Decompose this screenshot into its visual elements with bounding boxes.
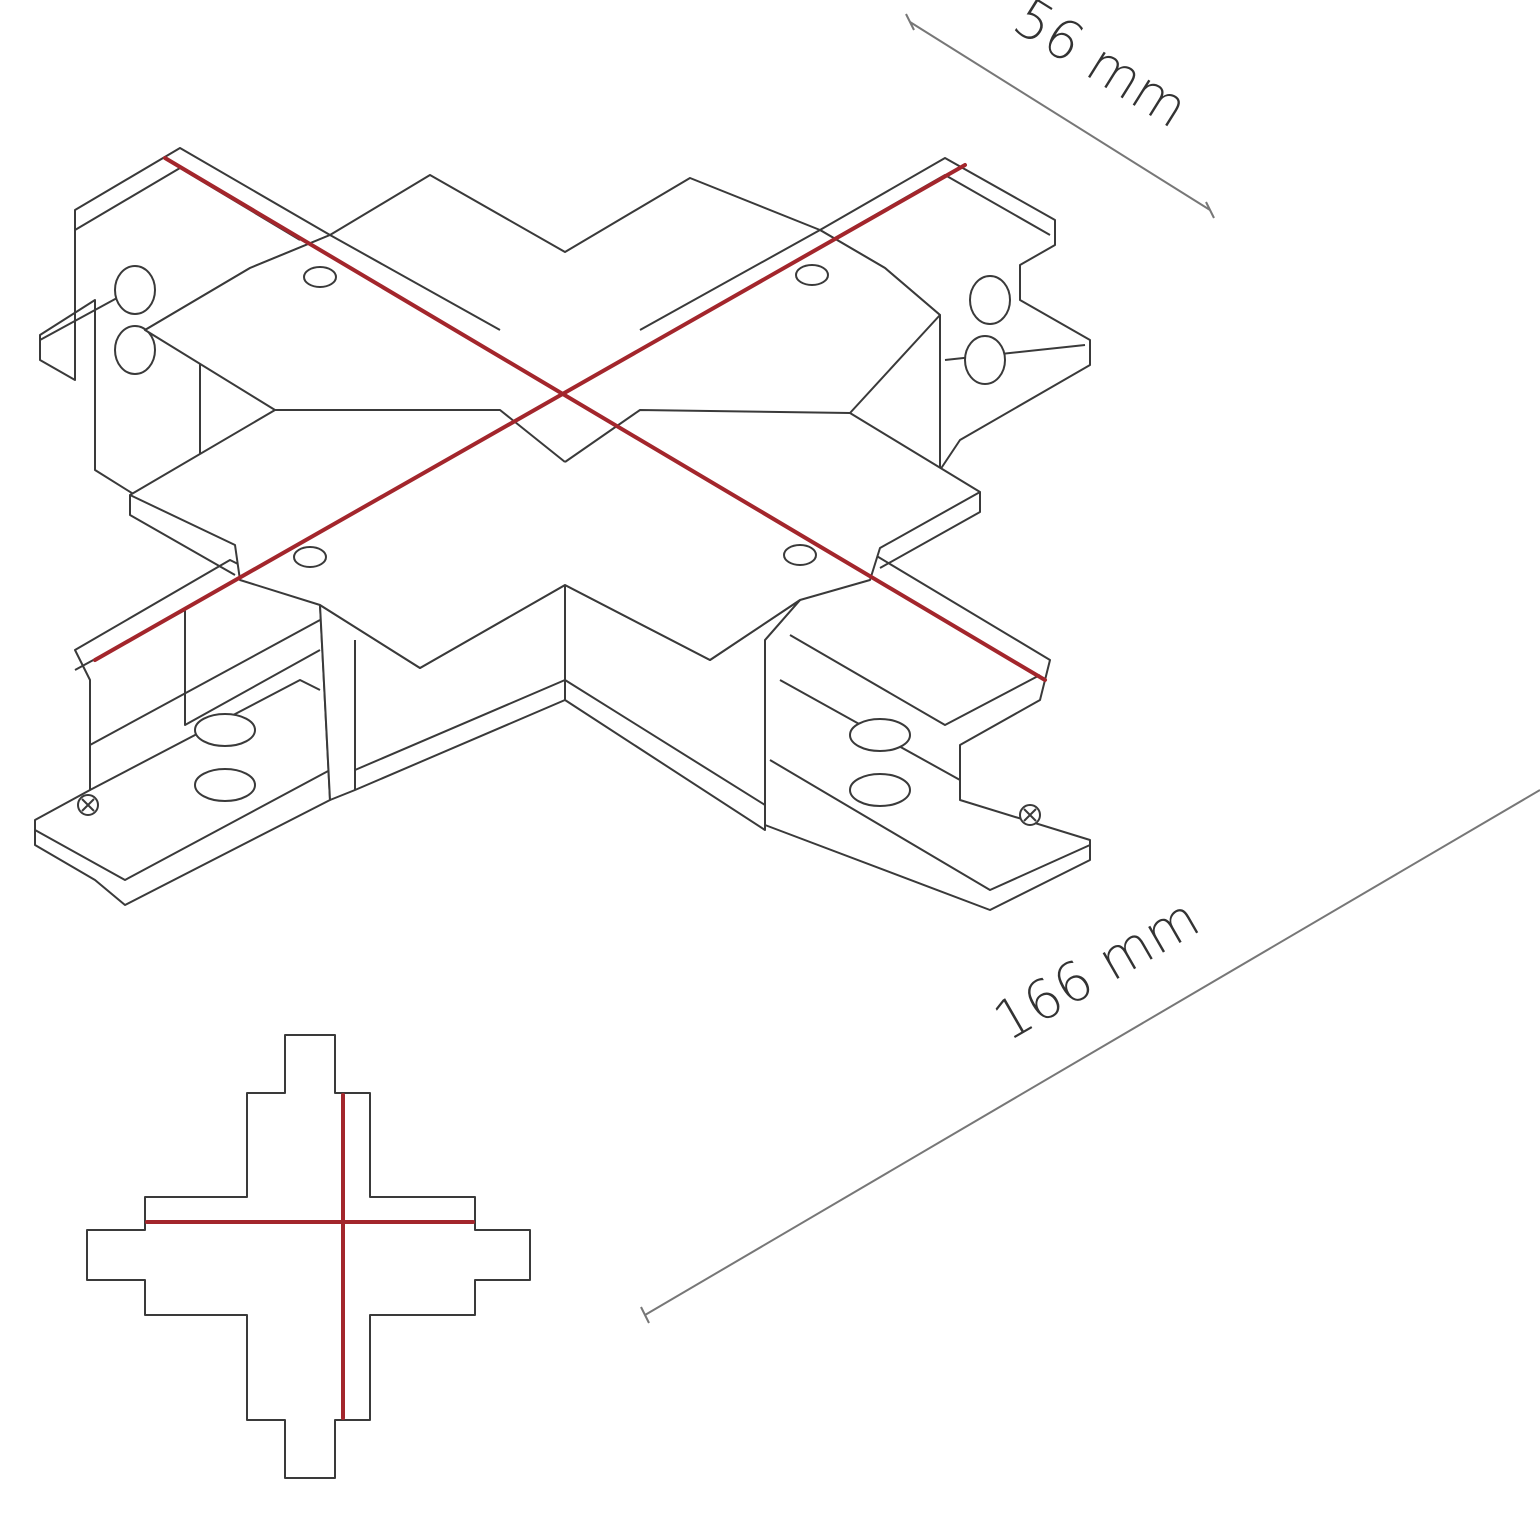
dimension-tick [640, 1306, 650, 1324]
contact-spring [849, 773, 911, 807]
conductor-line [93, 163, 967, 662]
plan-view-symbol [86, 1034, 531, 1479]
mounting-hole [795, 264, 829, 286]
dimension-tick [1205, 201, 1215, 219]
contact-spring [969, 275, 1011, 325]
dimension-line-width [909, 21, 1211, 211]
contact-spring [114, 265, 156, 315]
dimension-line-length [644, 789, 1540, 1316]
contact-spring [114, 325, 156, 375]
contact-spring [194, 713, 256, 747]
contact-spring [964, 335, 1006, 385]
dimension-label-length: 166 mm [983, 886, 1210, 1053]
mounting-hole [783, 544, 817, 566]
mounting-hole [303, 266, 337, 288]
mounting-hole [293, 546, 327, 568]
contact-spring [849, 718, 911, 752]
dimension-label-width: 56 mm [1003, 0, 1198, 140]
cross-outline [86, 1034, 531, 1479]
contact-spring [194, 768, 256, 802]
dimension-166mm: 166 mm [640, 789, 1540, 1324]
dimension-tick [905, 13, 915, 31]
conductor-line [163, 156, 1047, 682]
isometric-connector [34, 147, 1091, 911]
